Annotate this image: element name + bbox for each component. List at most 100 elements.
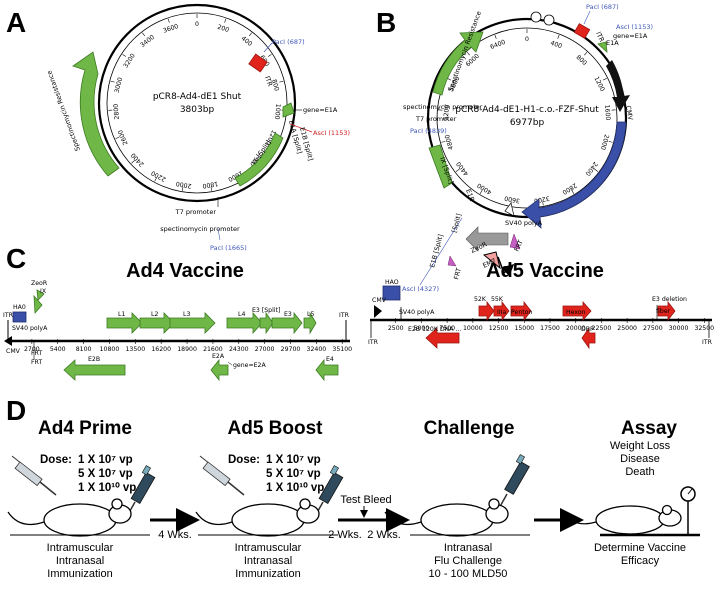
ad4-sv40-label: SV40 polyA xyxy=(12,325,48,332)
ad5-tick-label: 30000 xyxy=(669,325,689,332)
spec-resistance-label-b: Spectinomycin Resistance xyxy=(446,10,483,93)
ad4-e4-label: E4 xyxy=(326,356,334,363)
paci-1665-label-a: PacI (1665) xyxy=(210,244,247,252)
ad5-tick-label: 12500 xyxy=(489,325,509,332)
plasmid-a-tick-mark xyxy=(110,80,115,83)
ad4-e2a-feature xyxy=(210,358,229,382)
ad4-tick-label: 27000 xyxy=(255,346,275,353)
interval-2wks-2: 2 Wks. xyxy=(367,529,401,541)
assay-result-2: Efficacy xyxy=(621,555,660,567)
plasmid-b-tick-label: 1600 xyxy=(603,104,611,120)
cmv-label-b: CMV xyxy=(624,105,635,121)
plasmid-b-tick-label: 4800 xyxy=(444,133,455,150)
plasmid-b-tick-mark xyxy=(455,168,460,172)
panel-label-b: B xyxy=(376,7,396,38)
origin-circle-2 xyxy=(543,14,555,26)
ad4-e2a-label: E2A xyxy=(212,353,225,360)
boost-dose-2: 5 X 10⁷ vp xyxy=(266,468,321,480)
plasmid-a-tick-label: 1800 xyxy=(202,180,219,190)
plasmid-a-tick-mark xyxy=(142,32,146,37)
asci-4327-label-b: AscI (4327) xyxy=(402,285,439,293)
plasmid-b-tick-mark xyxy=(494,34,497,39)
ad5-dbp-feature xyxy=(581,326,596,350)
plasmid-b-ring xyxy=(426,17,628,219)
test-bleed-label: Test Bleed xyxy=(340,494,391,506)
assay-item-1: Weight Loss xyxy=(610,440,671,452)
ad4-vaccine-title: Ad4 Vaccine xyxy=(126,260,244,282)
prime-pipette-icon xyxy=(125,465,156,519)
boost-syringe-icon xyxy=(199,455,245,496)
ad4-ha0-label: HA0 xyxy=(13,304,26,311)
ad4-l4-label: L4 xyxy=(238,311,245,318)
plasmid-a-tick-label: 400 xyxy=(240,35,254,48)
ad4-tick-label: 32400 xyxy=(307,346,327,353)
frt-feature-b xyxy=(509,233,521,250)
panel-label-d: D xyxy=(6,395,26,426)
ad4-l1-label: L1 xyxy=(118,311,125,318)
ad5-tick-label: 10000 xyxy=(463,325,483,332)
spec-promoter-label-a: spectinomycin promoter xyxy=(160,225,240,233)
ad5-itr-left: ITR xyxy=(368,339,379,346)
ad4-gene-e2a-label: gene=E2A xyxy=(233,362,266,369)
t7-promoter-label-a: T7 promoter xyxy=(175,208,217,216)
ad4-ha0-feature xyxy=(12,311,27,323)
plasmid-b-tick-mark xyxy=(594,168,599,172)
ad4-cmv-label: CMV xyxy=(6,348,21,355)
ad5-ha0-feature xyxy=(382,285,401,301)
ad4-tick-label: 10800 xyxy=(100,346,120,353)
plasmid-b-tick-label: 800 xyxy=(575,54,588,67)
boost-dose-block: Dose: 1 X 10⁷ vp 5 X 10⁷ vp 1 X 10¹⁰ vp xyxy=(228,454,324,494)
plasmid-a-tick-label: 2600 xyxy=(117,129,130,146)
split-label-b: [Split] xyxy=(450,213,463,234)
em7-feature-b xyxy=(482,251,501,270)
ad5-itr-right: ITR xyxy=(702,339,713,346)
ad4-tick-label: 8100 xyxy=(76,346,92,353)
ad5-penton-feature xyxy=(510,300,532,322)
prime-route-3: Immunization xyxy=(47,568,112,580)
mouse-challenge xyxy=(384,498,530,537)
ad4-l1-feature xyxy=(106,312,143,334)
boost-route-3: Immunization xyxy=(235,568,300,580)
ad5-tick-label: 17500 xyxy=(540,325,560,332)
ad4-ix-feature xyxy=(36,289,45,301)
assay-item-3: Death xyxy=(625,466,654,478)
plasmid-b-tick-mark xyxy=(602,78,607,81)
gene-e1a-label-b: gene=E1A xyxy=(613,32,648,40)
ad4-itr-right: ITR xyxy=(339,312,350,319)
assay-title: Assay xyxy=(621,418,677,439)
ad5-52k-label: 52K xyxy=(474,296,487,303)
ad4-tick-label: 13500 xyxy=(125,346,145,353)
spec-resistance-feature-b xyxy=(432,31,484,96)
assay-item-2: Disease xyxy=(620,453,660,465)
boost-route-2: Intranasal xyxy=(244,555,292,567)
plasmid-a-tick-mark xyxy=(122,54,127,57)
challenge-title: Challenge xyxy=(424,418,515,439)
plasmid-a-tick-mark xyxy=(224,18,227,23)
e1b-split-label-b: E1B [Split] xyxy=(428,233,445,268)
plasmid-a-tick-label: 800 xyxy=(270,79,280,92)
ad4-e3-label: E3 xyxy=(284,311,292,318)
challenge-desc-2: Flu Challenge xyxy=(434,555,502,567)
e1b-label-b: E1B xyxy=(464,188,476,203)
ad5-cmv-label: CMV xyxy=(372,297,387,304)
plasmid-b-tick-mark xyxy=(466,52,470,56)
timeline-arrows: 4 Wks. Test Bleed 2 Wks. 2 Wks. xyxy=(150,494,584,541)
zeor-feature-b xyxy=(465,226,509,252)
paci-687-label-b: PacI (687) xyxy=(586,3,619,11)
paci-4839-label-b: PacI (4839) xyxy=(410,127,447,135)
interval-2wks-1: 2 Wks. xyxy=(328,529,362,541)
plasmid-b-tick-label: 2000 xyxy=(599,133,610,150)
ad5-tick-label: 15000 xyxy=(514,325,534,332)
plasmid-a-tick-label: 3200 xyxy=(122,52,137,69)
ix-split-feature-b xyxy=(428,144,453,189)
ad5-fiber-feature xyxy=(657,300,676,322)
itr-feature-a xyxy=(248,53,268,73)
plasmid-a-size: 3803bp xyxy=(180,105,215,115)
ad5-e2b-label: E2B 120K DNA ... xyxy=(408,326,461,333)
ad4-e2b-feature xyxy=(63,359,126,381)
itr-label-b: ITR xyxy=(594,30,606,43)
ad4-frt1-label: FRT xyxy=(31,350,42,357)
plasmid-b-tick-mark xyxy=(479,190,483,194)
ad5-tick-label: 25000 xyxy=(617,325,637,332)
